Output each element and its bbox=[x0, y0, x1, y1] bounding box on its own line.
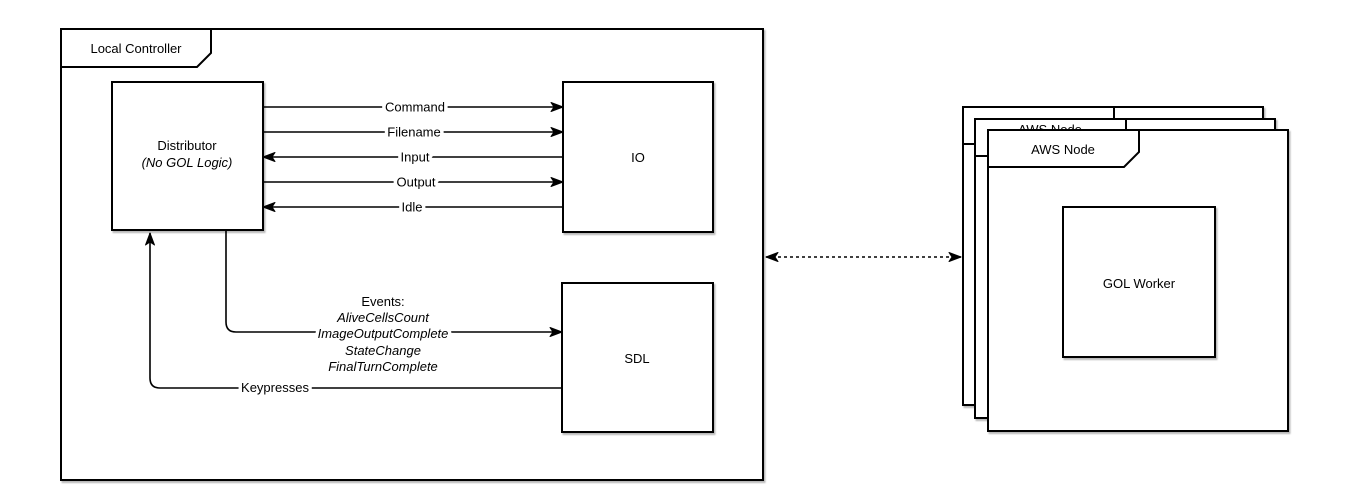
sdl-box bbox=[561, 282, 714, 433]
distributor-node: Distributor (No GOL Logic) bbox=[111, 81, 264, 231]
events-label-item: FinalTurnComplete bbox=[328, 359, 438, 374]
io-label: IO bbox=[631, 150, 645, 165]
events-label-title: Events: bbox=[361, 294, 404, 309]
keypresses-arrow bbox=[145, 232, 562, 389]
idle-arrow-label: Idle bbox=[402, 200, 423, 215]
events-arrow bbox=[225, 230, 563, 337]
sdl-node: SDL bbox=[561, 282, 714, 433]
events-label-item: ImageOutputComplete bbox=[318, 326, 449, 341]
events-label-item: StateChange bbox=[345, 343, 421, 358]
events-label-item: AliveCellsCount bbox=[336, 310, 430, 325]
gol-worker-node: GOL Worker bbox=[1062, 206, 1216, 358]
keypresses-arrow-label: Keypresses bbox=[241, 380, 309, 395]
io-node: IO bbox=[562, 81, 714, 233]
input-arrow-label: Input bbox=[401, 150, 430, 165]
filename-arrow-label: Filename bbox=[387, 125, 440, 140]
aws-node-label: AWS Node bbox=[1031, 142, 1095, 157]
command-arrow-label: Command bbox=[385, 100, 445, 115]
output-arrow-label: Output bbox=[396, 175, 435, 190]
aws-node-front-tab bbox=[987, 129, 1140, 168]
distributor-box bbox=[111, 81, 264, 231]
distributor-title: Distributor bbox=[157, 138, 217, 153]
io-box bbox=[562, 81, 714, 233]
sdl-label: SDL bbox=[624, 351, 649, 366]
events-arrow-label: Events: AliveCellsCount ImageOutputCompl… bbox=[314, 291, 452, 378]
gol-worker-box bbox=[1062, 206, 1216, 358]
distributor-subtitle: (No GOL Logic) bbox=[142, 155, 233, 170]
gol-worker-label: GOL Worker bbox=[1103, 276, 1176, 291]
local-controller-tab bbox=[60, 28, 212, 68]
local-controller-label: Local Controller bbox=[90, 41, 182, 56]
